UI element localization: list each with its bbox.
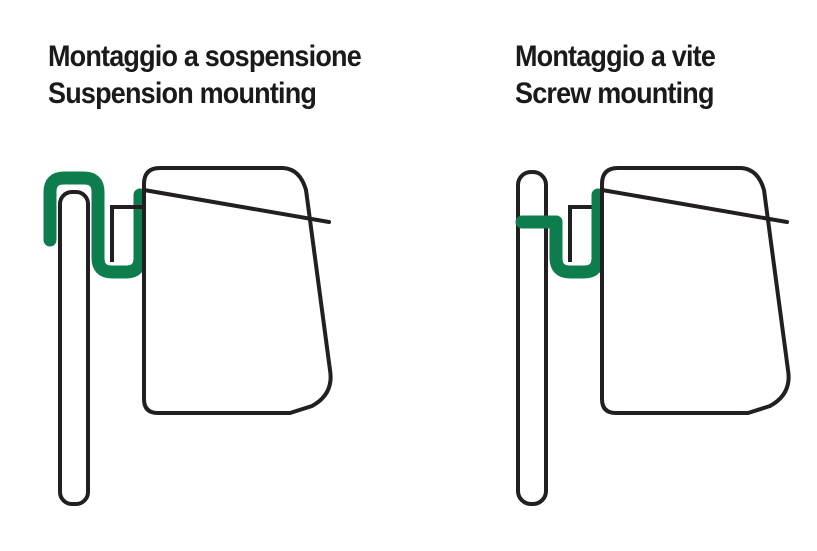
screw-title-italian: Montaggio a vite bbox=[515, 40, 716, 73]
screw-title-block: Montaggio a vite Screw mounting bbox=[515, 38, 737, 112]
bin-rim-line bbox=[142, 188, 331, 224]
suspension-hook bbox=[43, 171, 147, 279]
suspension-title-italian: Montaggio a sospensione bbox=[48, 40, 362, 73]
screw-figure bbox=[470, 150, 817, 540]
suspension-mounting-diagram bbox=[43, 166, 333, 506]
panel-screw-mounting: Montaggio a vite Screw mounting bbox=[470, 0, 817, 551]
waste-bin-body-final bbox=[142, 166, 333, 415]
bin-rim-line bbox=[600, 188, 789, 224]
mounting-screw-hook bbox=[549, 188, 605, 279]
suspension-title-english: Suspension mounting bbox=[48, 77, 317, 110]
suspension-figure bbox=[0, 150, 470, 540]
screw-mounting-diagram bbox=[515, 166, 791, 506]
suspension-title-block: Montaggio a sospensione Suspension mount… bbox=[48, 38, 396, 112]
screw-title-english: Screw mounting bbox=[515, 77, 714, 110]
wall-profile bbox=[58, 190, 90, 506]
panel-suspension-mounting: Montaggio a sospensione Suspension mount… bbox=[0, 38, 470, 540]
wall-profile bbox=[516, 170, 548, 506]
waste-bin-body-final bbox=[600, 166, 791, 415]
